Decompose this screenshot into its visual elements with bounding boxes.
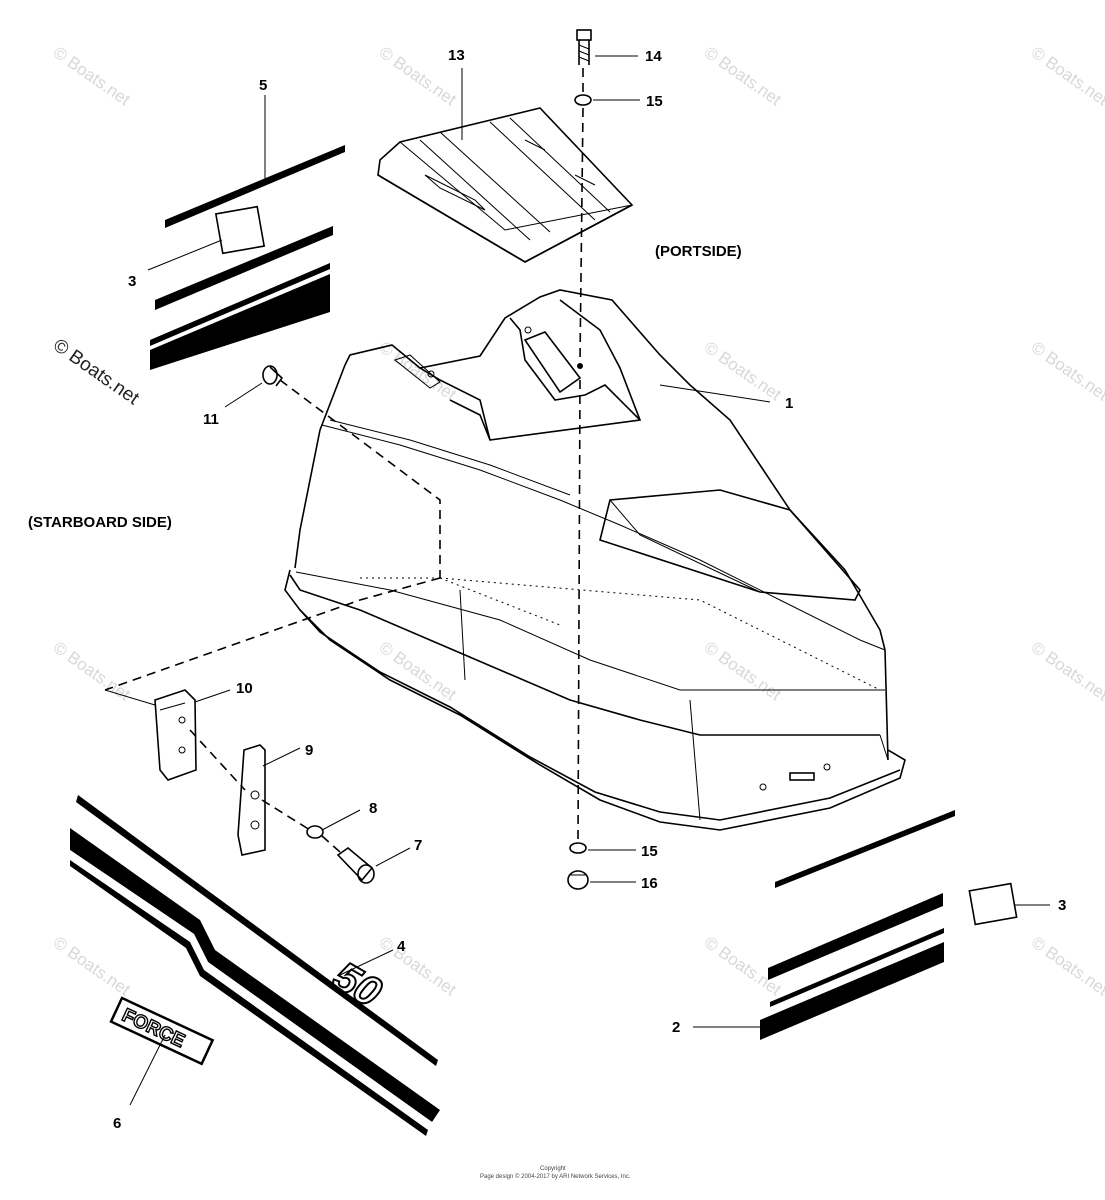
callout-8: 8 xyxy=(369,800,377,817)
stripe-decals-lower-right xyxy=(760,810,1018,1040)
side-decal-part-4: 50 xyxy=(70,795,440,1136)
screw-part-11 xyxy=(262,365,284,387)
callout-7: 7 xyxy=(414,837,422,854)
watermark: © Boats.net xyxy=(376,338,460,405)
copyright-line-1: Copyright xyxy=(540,1166,566,1172)
washer-part-8 xyxy=(306,825,324,839)
watermark: © Boats.net xyxy=(1028,638,1105,705)
force-decal-part-6: FORCE xyxy=(109,996,215,1066)
callout-numbers: 1 2 3 3 4 5 6 7 8 9 10 11 13 14 15 15 16 xyxy=(113,47,1066,1132)
callout-4: 4 xyxy=(397,938,406,955)
stripe-decals-upper-left xyxy=(150,145,345,370)
watermark: © Boats.net xyxy=(376,933,460,1000)
bolt-part-14 xyxy=(576,29,592,65)
callout-15: 15 xyxy=(641,843,658,860)
latch-part-9 xyxy=(237,744,266,856)
callout-10: 10 xyxy=(236,680,253,697)
starboard-side-label: (STARBOARD SIDE) xyxy=(28,514,172,531)
callout-14: 14 xyxy=(645,48,662,65)
callout-15: 15 xyxy=(646,93,663,110)
bracket-part-10 xyxy=(154,689,197,781)
callout-6: 6 xyxy=(113,1115,121,1132)
cover-plate-part-13 xyxy=(377,107,634,263)
decal-model-text: 50 xyxy=(326,952,390,1016)
callout-1: 1 xyxy=(785,395,793,412)
watermark: © Boats.net xyxy=(701,933,785,1000)
leader-lines xyxy=(129,55,1050,1106)
watermark-dark: © Boats.net xyxy=(49,335,143,410)
watermark: © Boats.net xyxy=(701,338,785,405)
copyright-line-2: Page design © 2004-2017 by ARI Network S… xyxy=(480,1173,631,1180)
callout-9: 9 xyxy=(305,742,313,759)
watermark: © Boats.net xyxy=(701,43,785,110)
watermarks: © Boats.net © Boats.net © Boats.net © Bo… xyxy=(49,43,1105,1000)
watermark: © Boats.net xyxy=(50,933,134,1000)
washer-part-15-lower xyxy=(569,842,587,854)
callout-5: 5 xyxy=(259,77,267,94)
watermark: © Boats.net xyxy=(50,43,134,110)
watermark: © Boats.net xyxy=(1028,338,1105,405)
screw-part-7 xyxy=(336,846,375,884)
nut-part-16 xyxy=(567,870,589,890)
watermark: © Boats.net xyxy=(1028,43,1105,110)
callout-3: 3 xyxy=(128,273,136,290)
callout-11: 11 xyxy=(203,411,219,428)
callout-16: 16 xyxy=(641,875,658,892)
portside-label: (PORTSIDE) xyxy=(655,243,742,260)
top-cowl-part-1 xyxy=(284,289,906,831)
watermark: © Boats.net xyxy=(1028,933,1105,1000)
assembly-lines xyxy=(104,68,584,853)
callout-2: 2 xyxy=(672,1019,680,1036)
callout-13: 13 xyxy=(448,47,465,64)
callout-3: 3 xyxy=(1058,897,1066,914)
watermark: © Boats.net xyxy=(701,638,785,705)
washer-part-15-upper xyxy=(574,94,592,106)
